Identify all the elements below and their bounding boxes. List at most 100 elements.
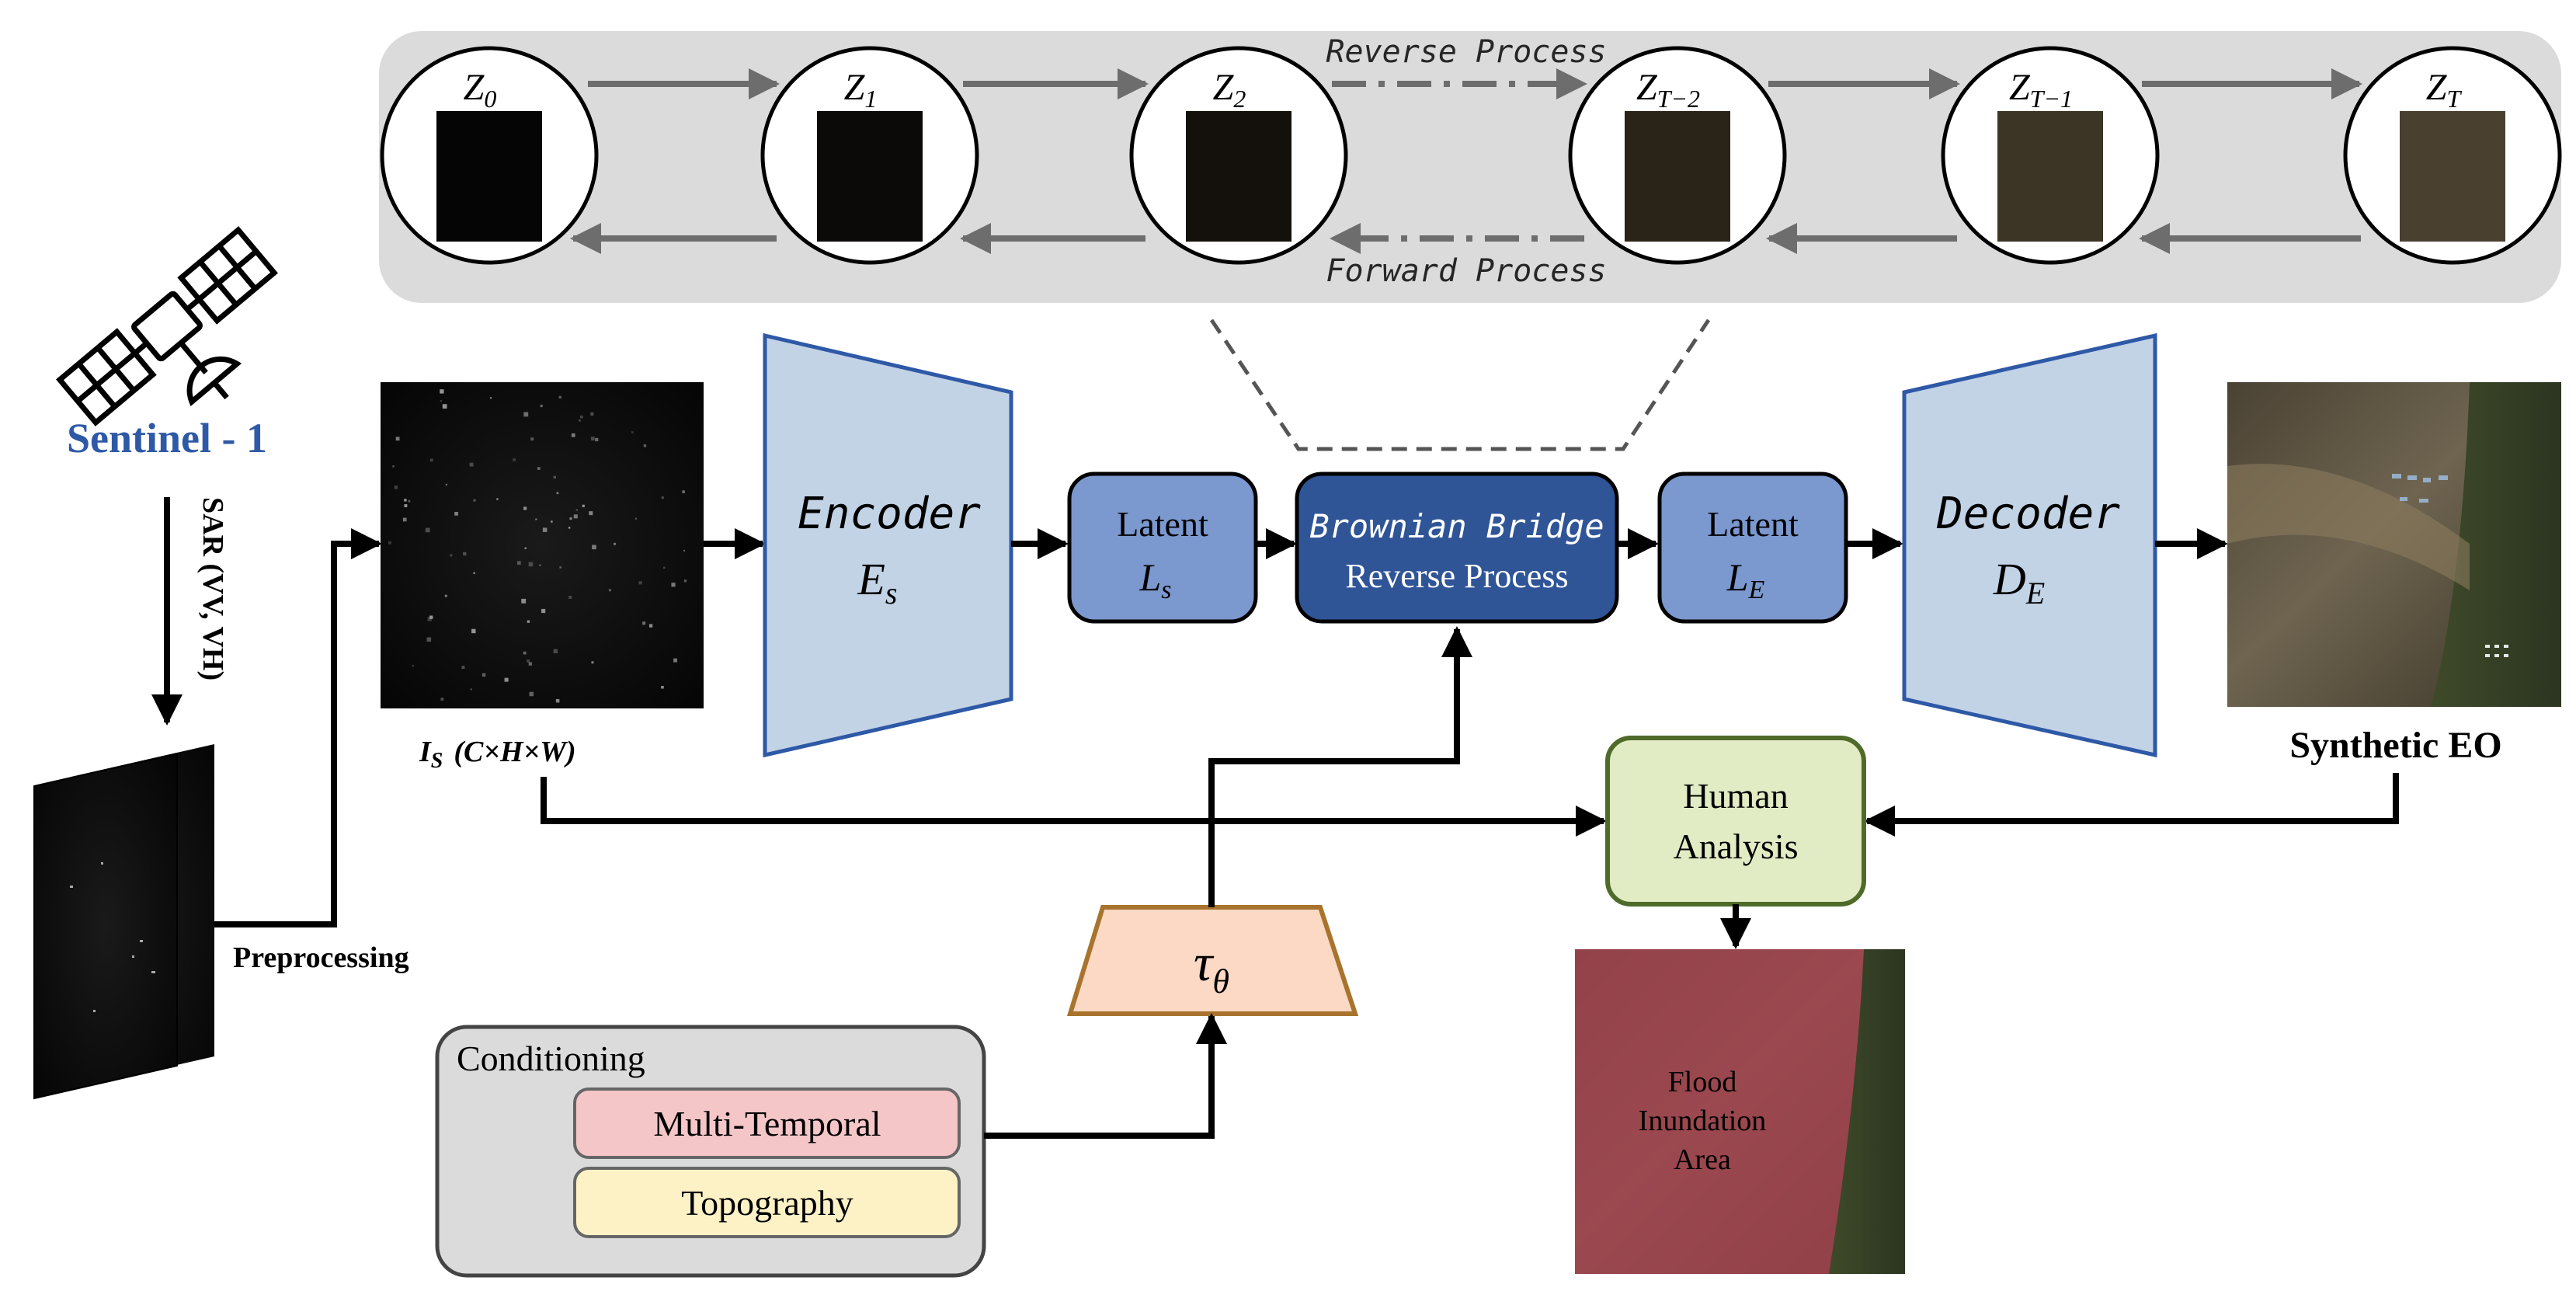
state-label: ZT−1: [2009, 67, 2073, 113]
sar-speckle: [634, 517, 638, 520]
state-node: ZT−2: [1568, 46, 1787, 265]
sar-speckle: [473, 572, 475, 575]
sar-speckle: [528, 662, 533, 666]
sar-speckle: [408, 499, 411, 503]
zoom-lines: [1209, 318, 1711, 451]
sar-speckle: [682, 490, 686, 494]
sar-speckle: [470, 688, 472, 691]
state-image: [436, 111, 542, 242]
sar-speckle: [540, 405, 543, 408]
flood-map-image: [1575, 949, 1905, 1274]
sar-speckle: [556, 492, 559, 495]
sar-speckle: [425, 527, 430, 533]
sar-speckle: [638, 581, 642, 585]
satellite-icon: [56, 226, 278, 426]
bridge-line2: Reverse Process: [1345, 557, 1568, 595]
sar-speckle: [580, 415, 583, 419]
sar-speckle: [661, 496, 664, 499]
sar-speckle: [471, 628, 476, 634]
encoder-block: [763, 332, 1013, 758]
tau-block: [1066, 905, 1359, 1016]
preprocessing-arrow: [214, 528, 382, 927]
state-node: ZT−1: [1941, 46, 2160, 265]
tau-symbol: τθ: [1194, 933, 1229, 1000]
latent-s-block: [1067, 472, 1258, 624]
state-image: [817, 111, 923, 242]
latent-e-symbol: LE: [1726, 555, 1765, 604]
topography-chip: [573, 1167, 961, 1238]
sar-speckle: [661, 685, 664, 689]
sar-speckle: [568, 596, 572, 599]
sar-speckle: [473, 499, 476, 502]
human-line2: Analysis: [1674, 826, 1799, 866]
encoder-title: Encoder: [798, 489, 981, 539]
sar-speckle: [394, 485, 398, 489]
sar-image-stack: [33, 744, 214, 1100]
sar-speckle: [579, 419, 581, 422]
sar-speckle: [530, 437, 534, 441]
sar-speckle: [527, 620, 530, 623]
state-node: ZT: [2343, 46, 2562, 265]
sar-speckle: [643, 444, 647, 447]
forward-process-label: Forward Process: [1326, 253, 1606, 289]
sar-speckle: [590, 412, 594, 416]
multi-temporal-label: Multi-Temporal: [653, 1104, 881, 1143]
state-image: [2400, 111, 2505, 242]
state-image: [1997, 111, 2103, 242]
sar-speckle: [555, 698, 560, 703]
sar-speckle: [481, 673, 486, 677]
sar-speckle: [523, 412, 529, 417]
sar-speckle: [404, 504, 408, 507]
state-label: ZT−2: [1636, 67, 1700, 113]
sar-speckle: [450, 554, 453, 557]
sar-speckle: [589, 511, 593, 516]
synthetic-eo-label: Synthetic EO: [2289, 725, 2501, 766]
sar-speckle: [489, 397, 492, 399]
topography-label: Topography: [681, 1183, 853, 1223]
decoder-title: Decoder: [1936, 489, 2120, 539]
state-label: Z0: [464, 67, 497, 113]
sar-speckle: [595, 437, 599, 442]
sar-speckle: [553, 475, 556, 479]
sar-speckle: [683, 549, 686, 552]
sar-speckle: [614, 542, 616, 545]
sar-speckle: [427, 617, 432, 621]
sar-speckle: [444, 594, 447, 597]
sar-speckle: [559, 566, 561, 569]
sar-speckle: [631, 431, 634, 433]
sar-speckle: [663, 566, 666, 569]
bridge-line1: Brownian Bridge: [1309, 507, 1604, 545]
arrow-input-human: [541, 777, 1607, 837]
sar-speckle: [469, 462, 474, 467]
state-image: [1186, 111, 1291, 242]
sar-speckle: [642, 621, 646, 625]
sar-speckle: [529, 691, 534, 697]
sar-speckle: [412, 664, 414, 667]
sar-speckle: [429, 458, 433, 462]
sar-speckle: [592, 545, 596, 550]
state-label: Z2: [1213, 67, 1246, 113]
state-label: ZT: [2426, 67, 2463, 113]
sar-speckle: [527, 659, 530, 663]
flood-line3: Area: [1674, 1143, 1731, 1176]
sar-speckle: [402, 517, 407, 522]
state-node: Z1: [760, 46, 979, 265]
sar-speckle: [440, 698, 444, 701]
sar-speckle: [591, 661, 594, 664]
sar-speckle: [541, 608, 546, 614]
sar-speckle: [395, 437, 400, 441]
sar-speckle: [673, 658, 678, 663]
sar-speckle: [553, 649, 558, 653]
satellite-name: Sentinel - 1: [67, 415, 267, 461]
arrow-tau-bridge: [1208, 626, 1472, 907]
latent-e-title: Latent: [1707, 504, 1799, 544]
sar-speckle: [648, 624, 653, 628]
input-image-label: IS(C×H×W): [419, 736, 576, 773]
reverse-process-label: Reverse Process: [1326, 34, 1606, 70]
decoder-block: [1902, 332, 2157, 758]
multi-temporal-chip: [573, 1088, 961, 1159]
flood-line1: Flood: [1668, 1066, 1737, 1098]
sar-speckle: [524, 547, 527, 549]
sar-speckle: [568, 527, 571, 529]
